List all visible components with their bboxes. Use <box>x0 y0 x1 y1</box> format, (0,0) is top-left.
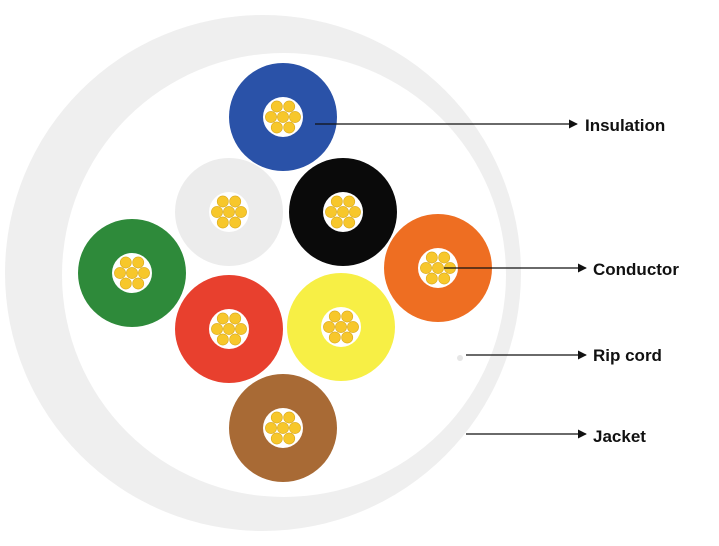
wire-black <box>289 158 397 266</box>
rip-cord <box>457 355 463 361</box>
conductor-strand <box>343 195 356 208</box>
conductor-strand <box>270 432 283 445</box>
wires-group <box>78 63 492 482</box>
wire-black-conductor <box>325 195 361 229</box>
conductor-strand <box>335 321 347 333</box>
conductor-strand <box>132 277 145 290</box>
conductor-strand <box>132 256 145 269</box>
conductor-strand <box>425 251 438 264</box>
conductor-strand <box>223 206 235 218</box>
conductor-strand <box>114 267 126 279</box>
conductor-strand <box>223 323 235 335</box>
conductor-strand <box>119 256 132 269</box>
conductor-strand <box>229 216 242 229</box>
conductor-strand <box>235 206 247 218</box>
pointer-lines <box>315 119 587 439</box>
wire-brown <box>229 374 337 482</box>
conductor-strand <box>235 323 247 335</box>
conductor-strand <box>229 312 242 325</box>
conductor-strand <box>341 310 354 323</box>
wire-green <box>78 219 186 327</box>
conductor-strand <box>330 216 343 229</box>
conductor-strand <box>343 216 356 229</box>
jacket-label: Jacket <box>593 427 646 446</box>
conductor-strand <box>270 121 283 134</box>
conductor-strand <box>270 411 283 424</box>
conductor-strand <box>347 321 359 333</box>
wire-white <box>175 158 283 266</box>
wire-blue <box>229 63 337 171</box>
conductor-strand <box>432 262 444 274</box>
conductor-strand <box>138 267 150 279</box>
wire-blue-conductor <box>265 100 301 134</box>
wire-yellow-conductor <box>323 310 359 344</box>
conductor-strand <box>323 321 335 333</box>
wire-white-conductor <box>211 195 247 229</box>
conductor-strand <box>330 195 343 208</box>
conductor-strand <box>420 262 432 274</box>
conductor-strand <box>265 422 277 434</box>
conductor-strand <box>337 206 349 218</box>
rip-cord-label: Rip cord <box>593 346 662 365</box>
conductor-strand <box>328 310 341 323</box>
conductor-strand <box>328 331 341 344</box>
conductor-strand <box>341 331 354 344</box>
conductor-strand <box>277 422 289 434</box>
conductor-strand <box>270 100 283 113</box>
conductor-strand <box>283 432 296 445</box>
conductor-strand <box>438 251 451 264</box>
conductor-strand <box>283 121 296 134</box>
conductor-strand <box>265 111 277 123</box>
conductor-strand <box>289 111 301 123</box>
conductor-strand <box>425 272 438 285</box>
conductor-strand <box>211 323 223 335</box>
conductor-strand <box>229 333 242 346</box>
conductor-strand <box>126 267 138 279</box>
conductor-strand <box>229 195 242 208</box>
conductor-label: Conductor <box>593 260 679 279</box>
wire-red-conductor <box>211 312 247 346</box>
conductor-strand <box>119 277 132 290</box>
conductor-strand <box>325 206 337 218</box>
wire-red <box>175 275 283 383</box>
conductor-strand <box>277 111 289 123</box>
conductor-strand <box>216 195 229 208</box>
insulation-label: Insulation <box>585 116 666 135</box>
conductor-strand <box>283 100 296 113</box>
conductor-strand <box>283 411 296 424</box>
conductor-strand <box>211 206 223 218</box>
conductor-strand <box>289 422 301 434</box>
conductor-strand <box>216 333 229 346</box>
conductor-strand <box>349 206 361 218</box>
wire-yellow <box>287 273 395 381</box>
conductor-strand <box>216 312 229 325</box>
wire-green-conductor <box>114 256 150 290</box>
wire-brown-conductor <box>265 411 301 445</box>
conductor-strand <box>216 216 229 229</box>
conductor-strand <box>438 272 451 285</box>
wire-orange <box>384 214 492 322</box>
jacket-inner <box>62 53 506 497</box>
